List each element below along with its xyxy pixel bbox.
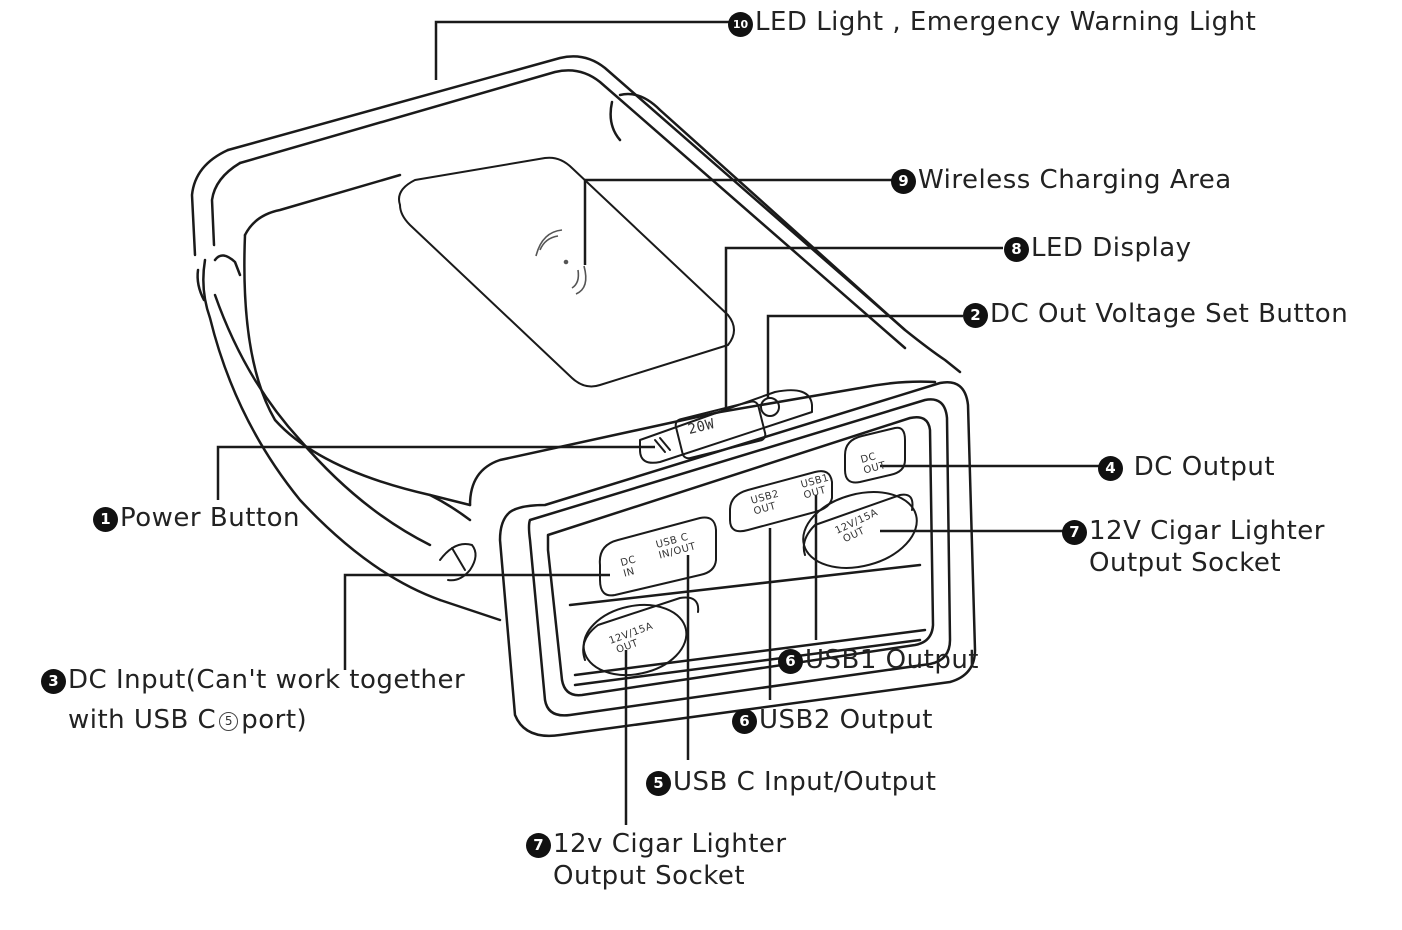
badge-8: 8 <box>1004 237 1029 262</box>
leader-led-display <box>724 246 1003 408</box>
badge-10: 10 <box>728 12 753 37</box>
port-lozenges <box>598 426 906 597</box>
leader-voltage-button <box>766 314 963 398</box>
control-strip <box>639 389 813 464</box>
label-dc-input-text2a: with USB C <box>68 705 217 735</box>
badge-3: 3 <box>41 669 66 694</box>
circled-5: 5 <box>219 712 239 731</box>
wireless-pad <box>398 156 735 388</box>
label-dc-input-text: DC Input(Can't work together <box>68 665 466 695</box>
label-cigar-left-text2: Output Socket <box>553 861 746 891</box>
device-body <box>213 173 937 622</box>
label-usbc-text: USB C Input/Output <box>673 767 937 797</box>
device-handles <box>196 92 907 602</box>
label-wireless-text: Wireless Charging Area <box>918 165 1232 195</box>
label-dc-output: 4 DC Output <box>1098 451 1275 483</box>
label-dc-input-text2b: port) <box>241 705 308 735</box>
leader-wireless <box>583 178 893 265</box>
badge-5: 5 <box>646 771 671 796</box>
label-power-text: Power Button <box>120 503 300 533</box>
cigar-sockets <box>582 491 918 676</box>
label-led-display-text: LED Display <box>1031 233 1192 263</box>
label-voltage-text: DC Out Voltage Set Button <box>990 299 1349 329</box>
label-usb2-text: USB2 Output <box>759 705 933 735</box>
leader-power <box>216 445 655 500</box>
wireless-icon <box>535 229 587 295</box>
badge-1: 1 <box>93 507 118 532</box>
label-cigar-right-text2: Output Socket <box>1089 548 1282 578</box>
badge-6b: 6 <box>732 709 757 734</box>
label-led-light-text: LED Light , Emergency Warning Light <box>755 7 1257 37</box>
device-top-shell <box>190 55 962 374</box>
leader-led-light <box>434 20 735 80</box>
badge-4: 4 <box>1098 456 1123 481</box>
label-cigar-right-text: 12V Cigar Lighter <box>1089 516 1325 546</box>
leader-dc-input <box>343 573 610 670</box>
badge-2: 2 <box>963 303 988 328</box>
badge-7b: 7 <box>526 833 551 858</box>
label-dc-output-text: DC Output <box>1133 452 1276 482</box>
badge-7a: 7 <box>1062 520 1087 545</box>
badge-6a: 6 <box>778 649 803 674</box>
badge-9: 9 <box>891 169 916 194</box>
side-knob <box>439 543 477 582</box>
label-usb1-text: USB1 Output <box>805 645 979 675</box>
front-panel <box>498 381 977 738</box>
label-cigar-left-text: 12v Cigar Lighter <box>553 829 787 859</box>
